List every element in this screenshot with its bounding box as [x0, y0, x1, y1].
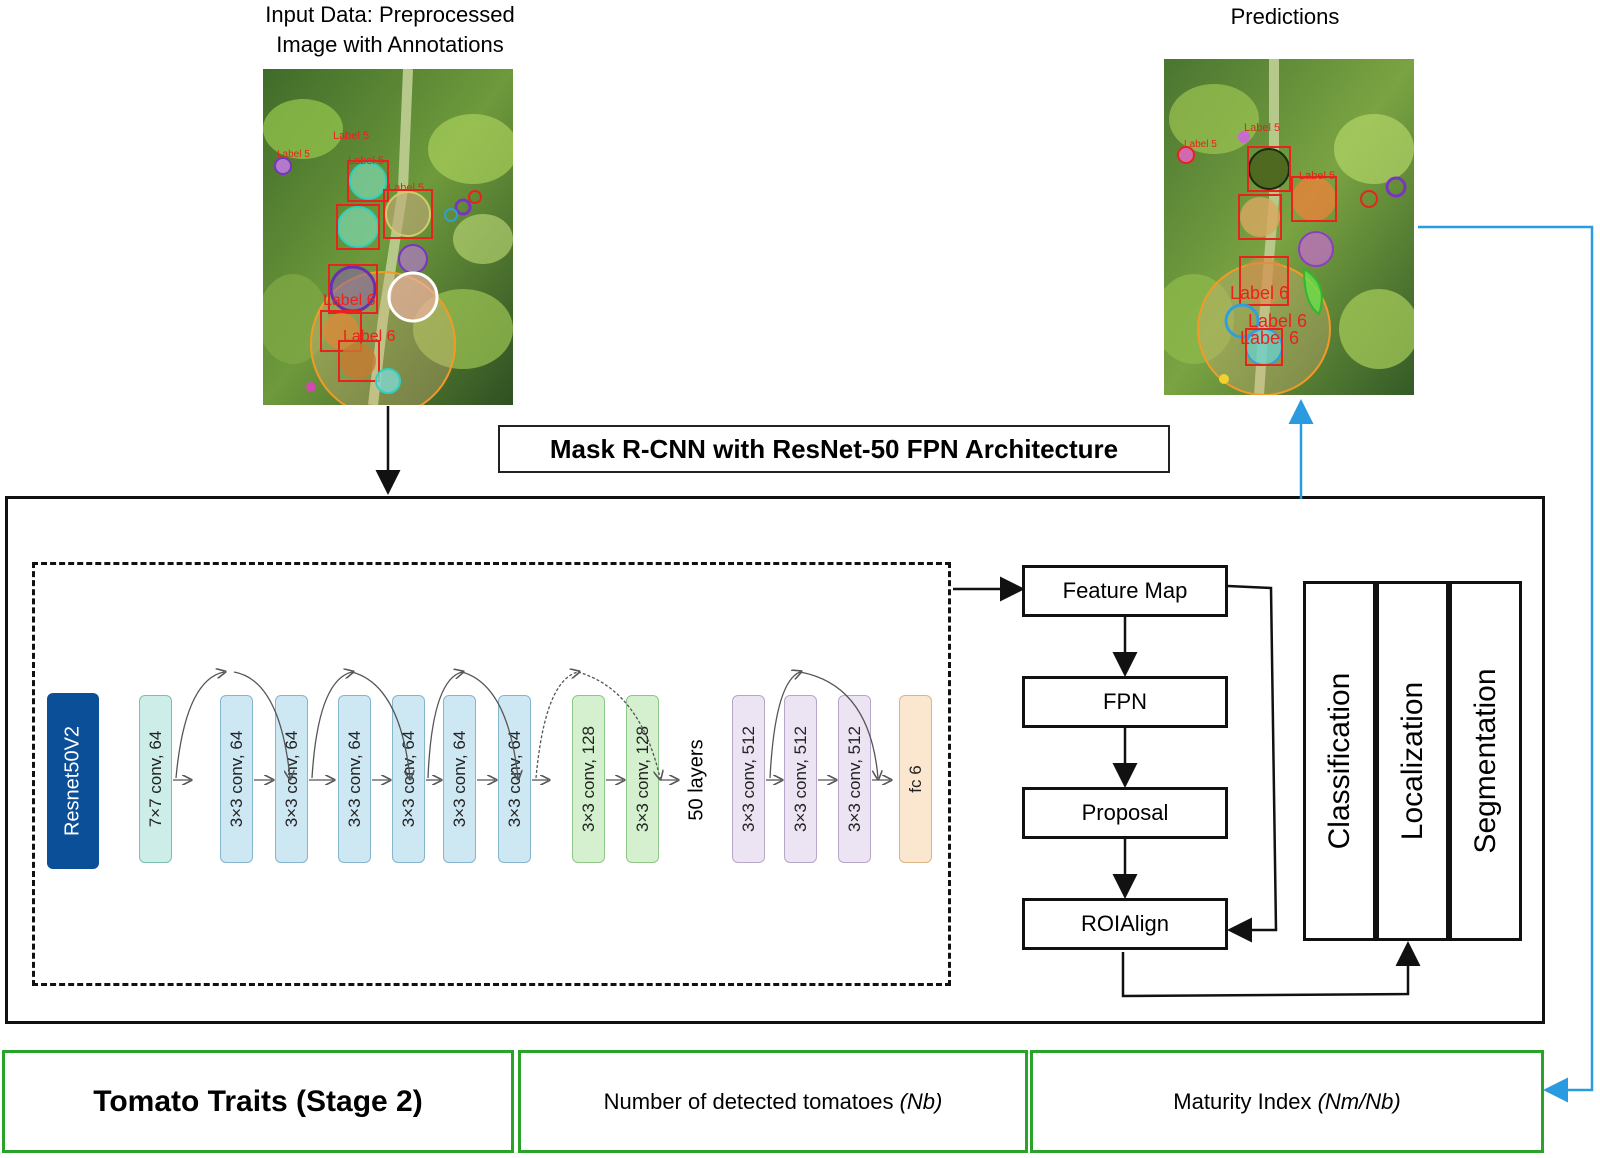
feature-map-box: Feature Map: [1022, 565, 1228, 617]
resnet-layer: 3×3 conv, 64: [275, 695, 308, 863]
input-annotation-label: Label 6: [343, 328, 396, 345]
resnet-layer: 3×3 conv, 512: [784, 695, 817, 863]
resnet-layer-label: 7×7 conv, 64: [145, 730, 165, 828]
input-title: Input Data: Preprocessed Image with Anno…: [210, 0, 570, 60]
fifty-layers-label: 50 layers: [685, 739, 708, 821]
input-annotation-label: Label 5: [277, 149, 310, 160]
resnet-layer-label: fc 6: [905, 765, 925, 793]
predictions-title: Predictions: [1230, 4, 1340, 29]
roialign-box: ROIAlign: [1022, 898, 1228, 950]
resnet-layer: 3×3 conv, 512: [838, 695, 871, 863]
resnet50v2-block: Resnet50V2: [47, 693, 99, 869]
resnet-layer: 3×3 conv, 64: [338, 695, 371, 863]
resnet-layer-label: 3×3 conv, 64: [504, 730, 524, 828]
classification-output: Classification: [1303, 581, 1376, 941]
predictions-annotation-label: Label 6: [1230, 283, 1289, 303]
localization-output: Localization: [1376, 581, 1449, 941]
input-title-line2: Image with Annotations: [276, 32, 504, 57]
resnet-backbone-region: [32, 562, 951, 986]
fpn-box: FPN: [1022, 676, 1228, 728]
segmentation-output: Segmentation: [1449, 581, 1522, 941]
resnet-layer: 3×3 conv, 64: [443, 695, 476, 863]
proposal-box: Proposal: [1022, 787, 1228, 839]
predictions-annotation-label: Label 5: [1299, 170, 1335, 182]
classification-label: Classification: [1322, 672, 1356, 850]
resnet-layer: 3×3 conv, 128: [626, 695, 659, 863]
input-annotation-label: Label 5: [388, 182, 424, 194]
input-image: Label 5 Label 5 Label 5 Label 5 Label 6 …: [263, 69, 513, 405]
resnet-layer-label: 3×3 conv, 512: [738, 725, 758, 833]
resnet-layer: 7×7 conv, 64: [139, 695, 172, 863]
resnet-layer: fc 6: [899, 695, 932, 863]
resnet-layer: 3×3 conv, 64: [392, 695, 425, 863]
resnet-layer-label: 3×3 conv, 64: [449, 730, 469, 828]
input-annotation-label: Label 5: [333, 130, 369, 142]
resnet50v2-label: Resnet50V2: [61, 725, 84, 837]
predictions-image-graphic: Label 5 Label 5 Label 5 Label 6 Label 6 …: [1164, 59, 1414, 395]
input-annotation-label: Label 6: [323, 292, 376, 309]
predictions-annotation-label: Label 6: [1240, 328, 1299, 348]
maturity-index-var: (Nm/Nb): [1317, 1088, 1401, 1114]
detected-count-text: Number of detected tomatoes: [603, 1088, 900, 1114]
input-annotation-label: Label 5: [348, 155, 384, 167]
resnet-layer-label: 3×3 conv, 64: [344, 730, 364, 828]
input-image-graphic: Label 5 Label 5 Label 5 Label 5 Label 6 …: [263, 69, 513, 405]
segmentation-label: Segmentation: [1468, 668, 1502, 854]
tomato-traits-title: Tomato Traits (Stage 2): [93, 1084, 423, 1118]
input-title-line1: Input Data: Preprocessed: [265, 2, 515, 27]
maturity-index-text: Maturity Index: [1173, 1088, 1318, 1114]
tomato-traits-cell: Tomato Traits (Stage 2): [2, 1050, 514, 1153]
resnet-layer-label: 3×3 conv, 64: [281, 730, 301, 828]
resnet-layer-label: 3×3 conv, 128: [632, 725, 652, 833]
architecture-title: Mask R-CNN with ResNet-50 FPN Architectu…: [498, 425, 1170, 473]
predictions-annotation-label: Label 6: [1248, 311, 1307, 331]
resnet-layer: 3×3 conv, 128: [572, 695, 605, 863]
resnet-layer-label: 3×3 conv, 64: [398, 730, 418, 828]
detected-count-cell: Number of detected tomatoes (Nb): [518, 1050, 1028, 1153]
resnet-layer: 3×3 conv, 512: [732, 695, 765, 863]
resnet-layer: 3×3 conv, 64: [498, 695, 531, 863]
resnet-layer-label: 3×3 conv, 64: [226, 730, 246, 828]
resnet-layer-label: 3×3 conv, 128: [578, 725, 598, 833]
resnet-layer: 3×3 conv, 64: [220, 695, 253, 863]
predictions-annotation-label: Label 5: [1244, 122, 1280, 134]
localization-label: Localization: [1395, 681, 1429, 841]
predictions-image: Label 5 Label 5 Label 5 Label 6 Label 6 …: [1164, 59, 1414, 395]
maturity-index-cell: Maturity Index (Nm/Nb): [1030, 1050, 1544, 1153]
resnet-layer-label: 3×3 conv, 512: [790, 725, 810, 833]
resnet-layer-label: 3×3 conv, 512: [844, 725, 864, 833]
predictions-annotation-label: Label 5: [1184, 139, 1217, 150]
detected-count-var: (Nb): [899, 1088, 943, 1114]
